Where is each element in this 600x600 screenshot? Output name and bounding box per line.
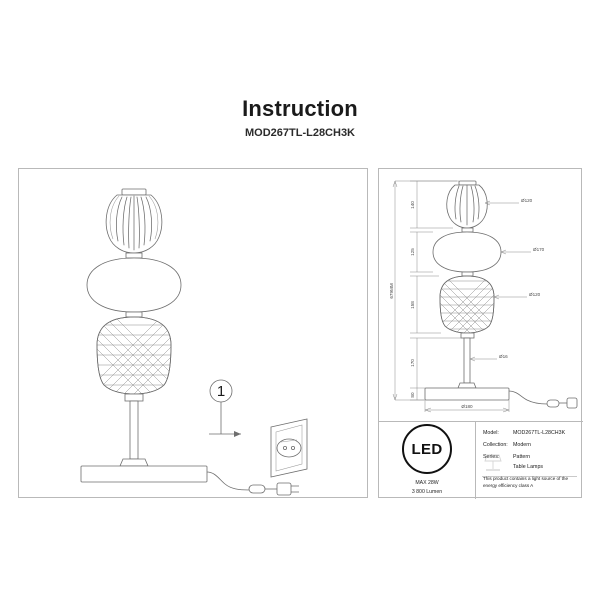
- spec-row: Collection: Modern: [483, 442, 576, 448]
- dim-upper-connector: [461, 227, 474, 233]
- product-spec-block: Model: MOD267TL-L28CH3K Collection: Mode…: [475, 421, 583, 499]
- top-ribbed-shade: [105, 188, 163, 254]
- step-number-text: 1: [217, 383, 225, 400]
- dimensioned-drawing: 679MM 140 125 158 170 80 Ø120 Ø170 Ø120 …: [389, 180, 578, 413]
- spec-row: Series: Pattern: [483, 454, 576, 460]
- overall-height-label: 679MM: [389, 283, 394, 298]
- spec-key-collection: Collection:: [483, 441, 508, 448]
- vdim-170: 170: [410, 359, 415, 367]
- dim-inline-switch: [546, 399, 560, 408]
- led-label: LED: [402, 424, 452, 475]
- diam-170-mid: Ø170: [533, 247, 545, 252]
- dim-lower-lattice: [439, 275, 495, 334]
- spec-separator: [482, 476, 577, 477]
- wall-socket: [270, 418, 308, 478]
- spec-value-collection: Modern: [513, 441, 531, 448]
- dim-power-cord: [508, 390, 578, 409]
- dim-lower-connector: [461, 271, 474, 277]
- lamp-assembly-drawing: 1: [80, 188, 308, 496]
- middle-oval-diffuser: [86, 257, 182, 313]
- max-power: MAX 28W: [415, 480, 439, 487]
- page-title: Instruction: [242, 96, 358, 121]
- dim-stem: [463, 337, 471, 384]
- stem-collar: [124, 393, 144, 402]
- power-plug: [276, 482, 299, 496]
- energy-class-note: This product contains a light source of …: [483, 476, 569, 489]
- spec-value-series: Pattern: [513, 453, 531, 460]
- inline-switch: [248, 484, 266, 494]
- base-width-label: Ø180: [461, 404, 473, 409]
- vdim-125: 125: [410, 248, 415, 256]
- dimension-panel: 679MM 140 125 158 170 80 Ø120 Ø170 Ø120 …: [378, 168, 583, 499]
- vdim-140: 140: [410, 201, 415, 209]
- header: Instruction MOD267TL-L28CH3K: [0, 98, 600, 139]
- dim-middle-oval: [432, 231, 502, 273]
- diam-120-low: Ø120: [529, 292, 541, 297]
- dim-base-cone: [457, 382, 477, 389]
- lamp-base: [80, 458, 208, 483]
- assembly-panel: 1: [18, 168, 368, 498]
- lumen-output: 3 800 Lumen: [411, 488, 443, 495]
- dimension-lines: [392, 180, 531, 413]
- dim-stem-collar: [460, 332, 475, 339]
- stem: [129, 400, 139, 460]
- spec-value-model: MOD267TL-L28CH3K: [513, 430, 566, 436]
- spec-key-model: Model:: [483, 430, 499, 436]
- dim-top-shade: [446, 180, 488, 229]
- diam-16-stem: Ø16: [499, 354, 508, 359]
- vdim-80: 80: [410, 392, 415, 398]
- dim-plug: [566, 397, 578, 409]
- lower-connector: [125, 311, 143, 318]
- panel-divider-horizontal: [379, 421, 583, 422]
- upper-connector: [125, 252, 143, 259]
- panel-divider-vertical: [475, 421, 476, 499]
- spec-key-series: Series:: [483, 453, 500, 460]
- step-marker-1: 1: [209, 379, 241, 437]
- diam-120-top: Ø120: [521, 198, 533, 203]
- dim-base-plate: [424, 387, 510, 401]
- table-lamp-watermark-icon: [484, 454, 502, 471]
- lower-lattice-body: [96, 316, 172, 395]
- spec-series-subtype: Table Lamps: [513, 463, 544, 470]
- led-badge: LED MAX 28W 3 800 Lumen: [379, 421, 475, 499]
- spec-row: Model: MOD267TL-L28CH3K: [483, 430, 576, 436]
- vdim-158: 158: [410, 301, 415, 309]
- power-cord: [206, 471, 277, 494]
- model-code: MOD267TL-L28CH3K: [244, 127, 356, 139]
- dimension-labels: 679MM 140 125 158 170 80 Ø120 Ø170 Ø120 …: [389, 198, 545, 409]
- led-specs: MAX 28W 3 800 Lumen: [412, 479, 442, 495]
